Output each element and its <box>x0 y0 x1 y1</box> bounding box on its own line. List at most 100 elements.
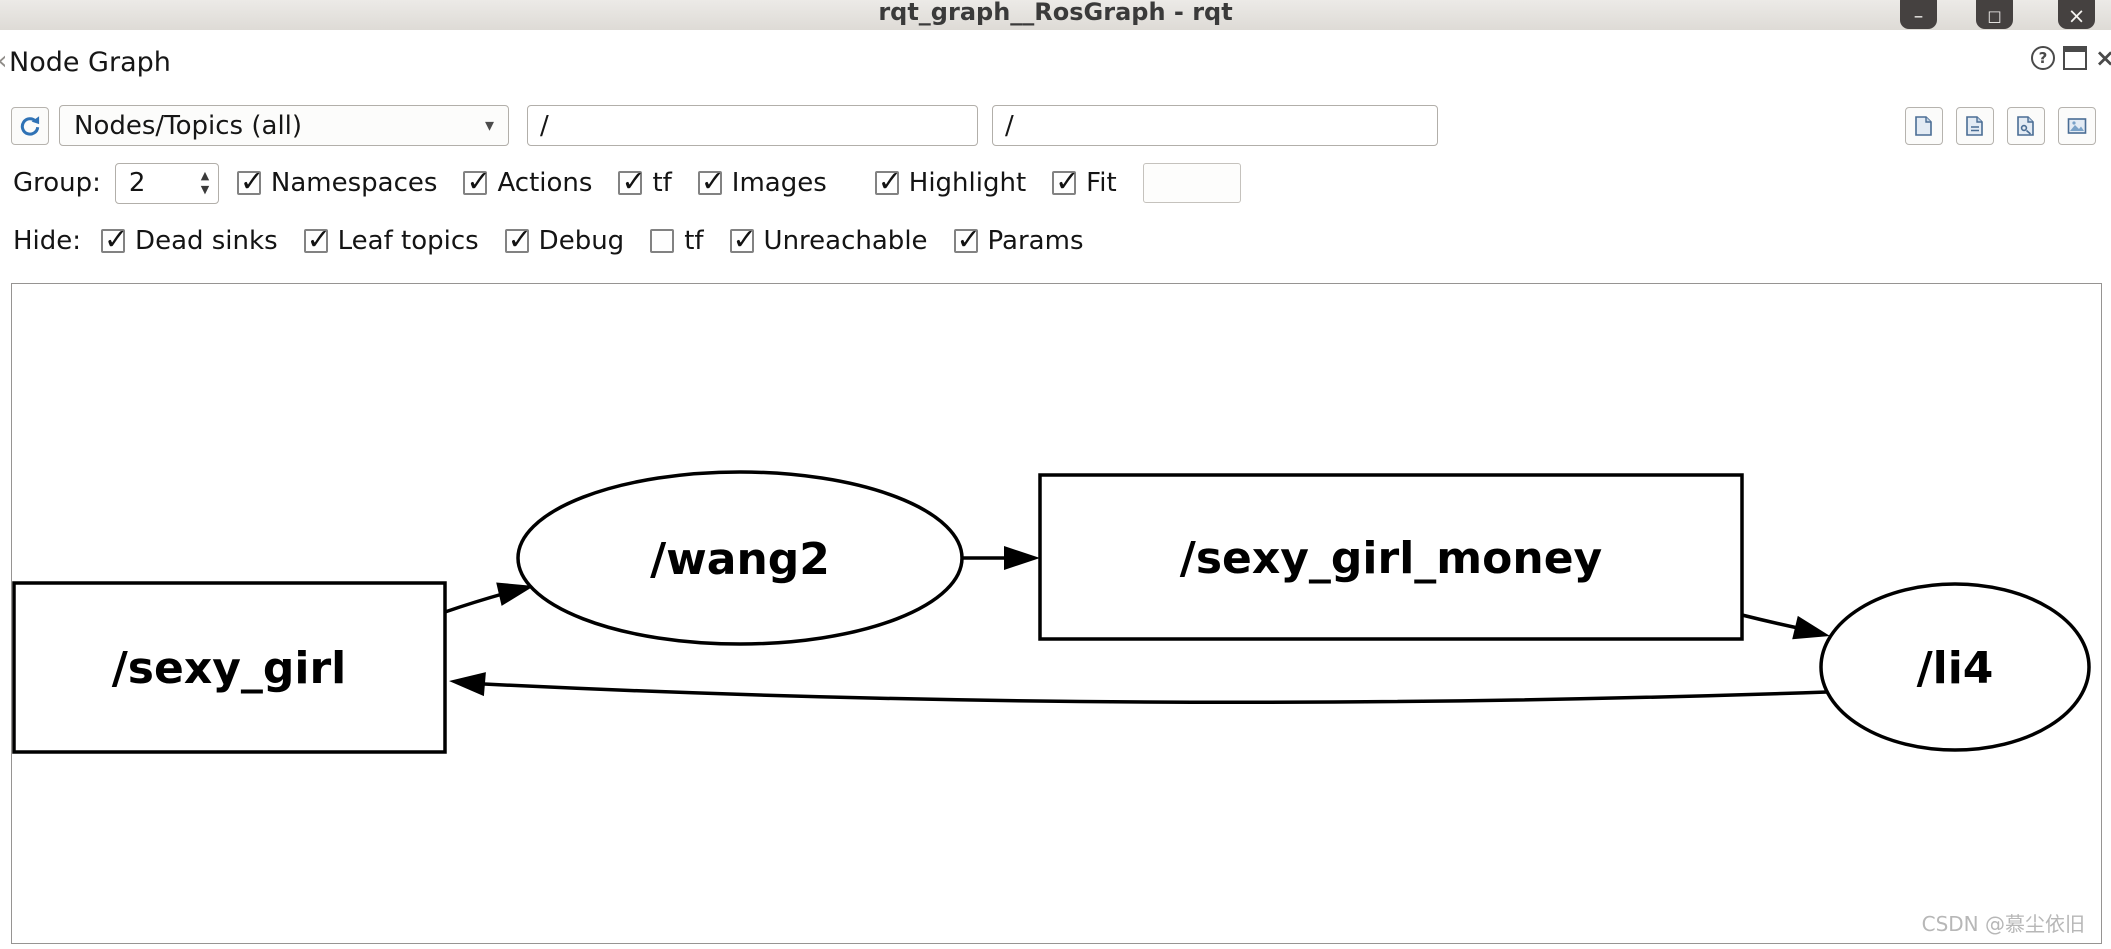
node-label: /sexy_girl <box>112 643 347 694</box>
chevron-down-icon: ▾ <box>484 115 494 136</box>
close-button[interactable]: × <box>2058 0 2095 29</box>
checkbox-label: Unreachable <box>763 226 928 256</box>
node-label: /li4 <box>1917 643 1994 694</box>
checkbox-label: Dead sinks <box>135 226 278 256</box>
maximize-icon: □ <box>1987 7 2002 25</box>
check-icon: ✓ <box>239 164 265 198</box>
checkbox-actions[interactable]: ✓ Actions <box>463 164 592 198</box>
checkbox-label: tf <box>652 168 672 198</box>
checkbox-dead-sinks[interactable]: ✓ Dead sinks <box>101 222 278 256</box>
save-svg-button[interactable] <box>2007 107 2045 145</box>
dock-handle[interactable]: ‹ <box>0 46 7 76</box>
checkbox-indicator: ✓ <box>697 164 725 198</box>
group-spinbox[interactable]: 2 ▲ ▼ <box>114 162 219 204</box>
panel-close-icon[interactable]: × <box>2094 44 2111 72</box>
checkbox-label: Fit <box>1086 168 1117 198</box>
window-title: rqt_graph__RosGraph - rqt <box>878 0 1233 26</box>
group-spinbox-value: 2 <box>128 168 146 198</box>
graph-node-sexy-girl[interactable]: /sexy_girl <box>12 581 447 754</box>
panel-float-icon[interactable] <box>2063 46 2087 70</box>
checkbox-label: Highlight <box>908 168 1027 198</box>
panel-title: Node Graph <box>9 47 171 78</box>
minimize-button[interactable]: – <box>1900 0 1937 29</box>
panel-help-icon[interactable]: ? <box>2031 46 2055 70</box>
checkbox-images[interactable]: ✓ Images <box>697 164 827 198</box>
save-svg-icon <box>2017 116 2034 136</box>
checkbox-indicator: ✓ <box>650 229 675 253</box>
spin-up-button[interactable]: ▲ <box>200 169 210 182</box>
edge-li4-to-sexy-girl <box>449 672 1828 705</box>
checkbox-label: Leaf topics <box>337 226 479 256</box>
panel-header: ‹ Node Graph ? × <box>0 30 2111 91</box>
checkbox-tf-hide[interactable]: ✓ tf <box>650 226 704 256</box>
edge-wang2-to-sexy-girl-money <box>962 546 1040 570</box>
check-icon: ✓ <box>104 222 129 256</box>
node-label: /sexy_girl_money <box>1180 533 1602 584</box>
group-options-row: Group: 2 ▲ ▼ ✓ Namespaces ✓ Actions ✓ tf… <box>0 154 2111 212</box>
watermark: CSDN @慕尘依旧 <box>1921 912 2085 936</box>
checkbox-indicator: ✓ <box>101 222 128 256</box>
checkbox-highlight[interactable]: ✓ Highlight <box>874 164 1027 198</box>
maximize-button[interactable]: □ <box>1976 0 2013 29</box>
save-file-icon <box>1966 116 1983 136</box>
graph-node-sexy-girl-money[interactable]: /sexy_girl_money <box>1038 473 1744 641</box>
graph-edges <box>444 546 1830 705</box>
group-label: Group: <box>13 168 101 198</box>
checkbox-label: Params <box>987 226 1084 256</box>
checkbox-tf-group[interactable]: ✓ tf <box>618 164 672 198</box>
check-icon: ✓ <box>877 164 903 198</box>
save-dot-button[interactable] <box>1956 107 1994 145</box>
node-filter-input[interactable] <box>527 105 978 146</box>
check-icon: ✓ <box>956 222 981 256</box>
check-icon: ✓ <box>700 164 726 198</box>
extra-filter-field[interactable] <box>1142 163 1241 203</box>
save-image-button[interactable] <box>2058 107 2096 145</box>
window-titlebar: rqt_graph__RosGraph - rqt – □ × <box>0 0 2111 31</box>
checkbox-indicator: ✓ <box>729 222 757 256</box>
close-icon: × <box>2067 4 2086 28</box>
check-icon: ✓ <box>507 222 532 256</box>
hide-label: Hide: <box>13 226 82 256</box>
checkbox-label: Images <box>731 168 827 198</box>
load-dot-button[interactable] <box>1905 107 1943 145</box>
graph-type-selected: Nodes/Topics (all) <box>74 110 303 141</box>
check-icon: ✓ <box>1055 164 1080 198</box>
graph-toolbar: Nodes/Topics (all) ▾ <box>0 90 2111 154</box>
checkbox-namespaces[interactable]: ✓ Namespaces <box>236 164 438 198</box>
spinner-buttons: ▲ ▼ <box>192 169 218 197</box>
refresh-graph-button[interactable] <box>11 107 49 145</box>
checkbox-indicator: ✓ <box>236 164 264 198</box>
checkbox-fit[interactable]: ✓ Fit <box>1052 164 1117 198</box>
checkbox-params[interactable]: ✓ Params <box>953 222 1084 256</box>
check-icon: ✓ <box>732 222 757 256</box>
spin-down-button[interactable]: ▼ <box>200 183 210 196</box>
checkbox-indicator: ✓ <box>463 164 491 198</box>
edge-sexy-girl-money-to-li4 <box>1741 613 1830 640</box>
checkbox-leaf-topics[interactable]: ✓ Leaf topics <box>303 222 479 256</box>
graph-node-li4[interactable]: /li4 <box>1819 582 2091 752</box>
minimize-icon: – <box>1913 5 1924 27</box>
checkbox-indicator: ✓ <box>953 222 981 256</box>
checkbox-debug[interactable]: ✓ Debug <box>504 222 625 256</box>
graph-type-dropdown[interactable]: Nodes/Topics (all) ▾ <box>59 105 509 146</box>
graph-canvas[interactable]: /sexy_girl /wang2 /sexy_girl_money /li4 … <box>11 283 2102 944</box>
topic-filter-input[interactable] <box>992 105 1438 146</box>
ros-node-graph: /sexy_girl /wang2 /sexy_girl_money /li4 <box>12 470 2091 754</box>
open-file-icon <box>1915 116 1932 136</box>
checkbox-indicator: ✓ <box>874 164 902 198</box>
save-image-icon <box>2067 118 2087 134</box>
checkbox-label: Namespaces <box>270 168 438 198</box>
check-icon: ✓ <box>306 222 331 256</box>
node-label: /wang2 <box>650 534 830 585</box>
checkbox-label: Debug <box>538 226 625 256</box>
checkbox-unreachable[interactable]: ✓ Unreachable <box>729 222 928 256</box>
edge-sexy-girl-to-wang2 <box>444 582 534 614</box>
graph-node-wang2[interactable]: /wang2 <box>516 470 964 646</box>
hide-options-row: Hide: ✓ Dead sinks ✓ Leaf topics ✓ Debug… <box>0 212 2111 270</box>
checkbox-indicator: ✓ <box>504 222 532 256</box>
checkbox-indicator: ✓ <box>618 164 646 198</box>
checkbox-label: tf <box>684 226 704 256</box>
refresh-icon <box>20 116 40 136</box>
check-icon: ✓ <box>621 164 646 198</box>
check-icon: ✓ <box>466 164 491 198</box>
